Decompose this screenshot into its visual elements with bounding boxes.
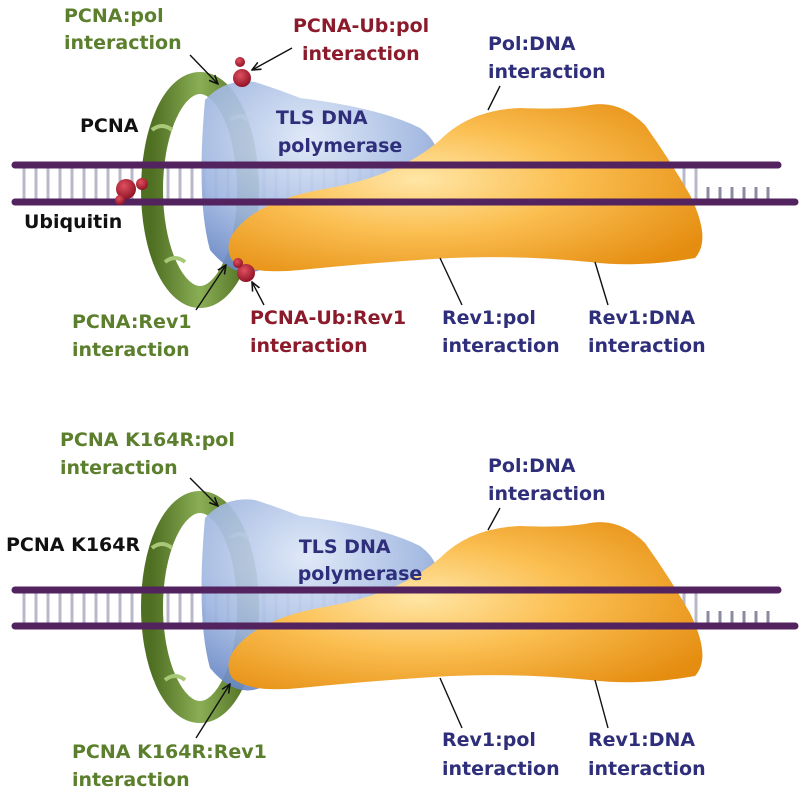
label-pcnak164r-rev1: PCNA K164R:Rev1 interaction (72, 741, 273, 791)
rev1-bottom (228, 522, 703, 690)
arrow-rev1-pol-bottom (439, 677, 463, 729)
label-rev1-dna: Rev1:DNA interaction (588, 307, 706, 357)
arrow-pcnak164r-pol (189, 477, 218, 506)
arrow-rev1-dna-bottom (594, 679, 609, 729)
label-rev1-pol-bottom: Rev1:pol interaction (442, 729, 560, 780)
label-pol-dna: Pol:DNA interaction (488, 33, 606, 83)
arrow-pol-dna-bottom (487, 507, 501, 531)
arrow-pcnaub-rev1 (252, 282, 265, 306)
label-polymerase-bottom: TLS DNA polymerase (298, 536, 423, 585)
ubiquitin-rev1-icon (233, 258, 255, 282)
label-polymerase: TLS DNA polymerase (276, 107, 403, 157)
label-pcna: PCNA (80, 115, 139, 137)
label-rev1-dna-bottom: Rev1:DNA interaction (588, 729, 706, 780)
panel-top: PCNA:pol interaction PCNA-Ub:pol interac… (11, 5, 799, 361)
arrow-pcnaub-pol (252, 47, 293, 70)
label-pcnak164r: PCNA K164R (6, 534, 140, 556)
arrow-pcnak164r-rev1 (195, 684, 230, 739)
label-pcnaub-rev1: PCNA-Ub:Rev1 interaction (250, 307, 413, 357)
label-ubiquitin: Ubiquitin (24, 211, 122, 233)
label-pcnak164r-pol: PCNA K164R:pol interaction (60, 429, 242, 479)
label-pcna-rev1: PCNA:Rev1 interaction (72, 311, 198, 361)
label-pcna-pol: PCNA:pol interaction (64, 5, 182, 54)
label-rev1-pol: Rev1:pol interaction (442, 307, 560, 357)
label-pol-dna-bottom: Pol:DNA interaction (488, 455, 606, 505)
panel-bottom: PCNA K164R:pol interaction Pol:DNA inter… (6, 429, 799, 791)
ubiquitin-icon (115, 178, 148, 205)
ubiquitin-pol-icon (233, 57, 251, 87)
arrow-pol-dna (487, 85, 501, 111)
arrow-rev1-pol (439, 257, 463, 306)
arrow-pcna-pol (189, 54, 218, 84)
arrow-pcna-rev1 (195, 265, 226, 311)
arrow-rev1-dna (594, 261, 609, 306)
rev1-top (228, 104, 703, 272)
label-pcnaub-pol: PCNA-Ub:pol interaction (293, 15, 436, 65)
